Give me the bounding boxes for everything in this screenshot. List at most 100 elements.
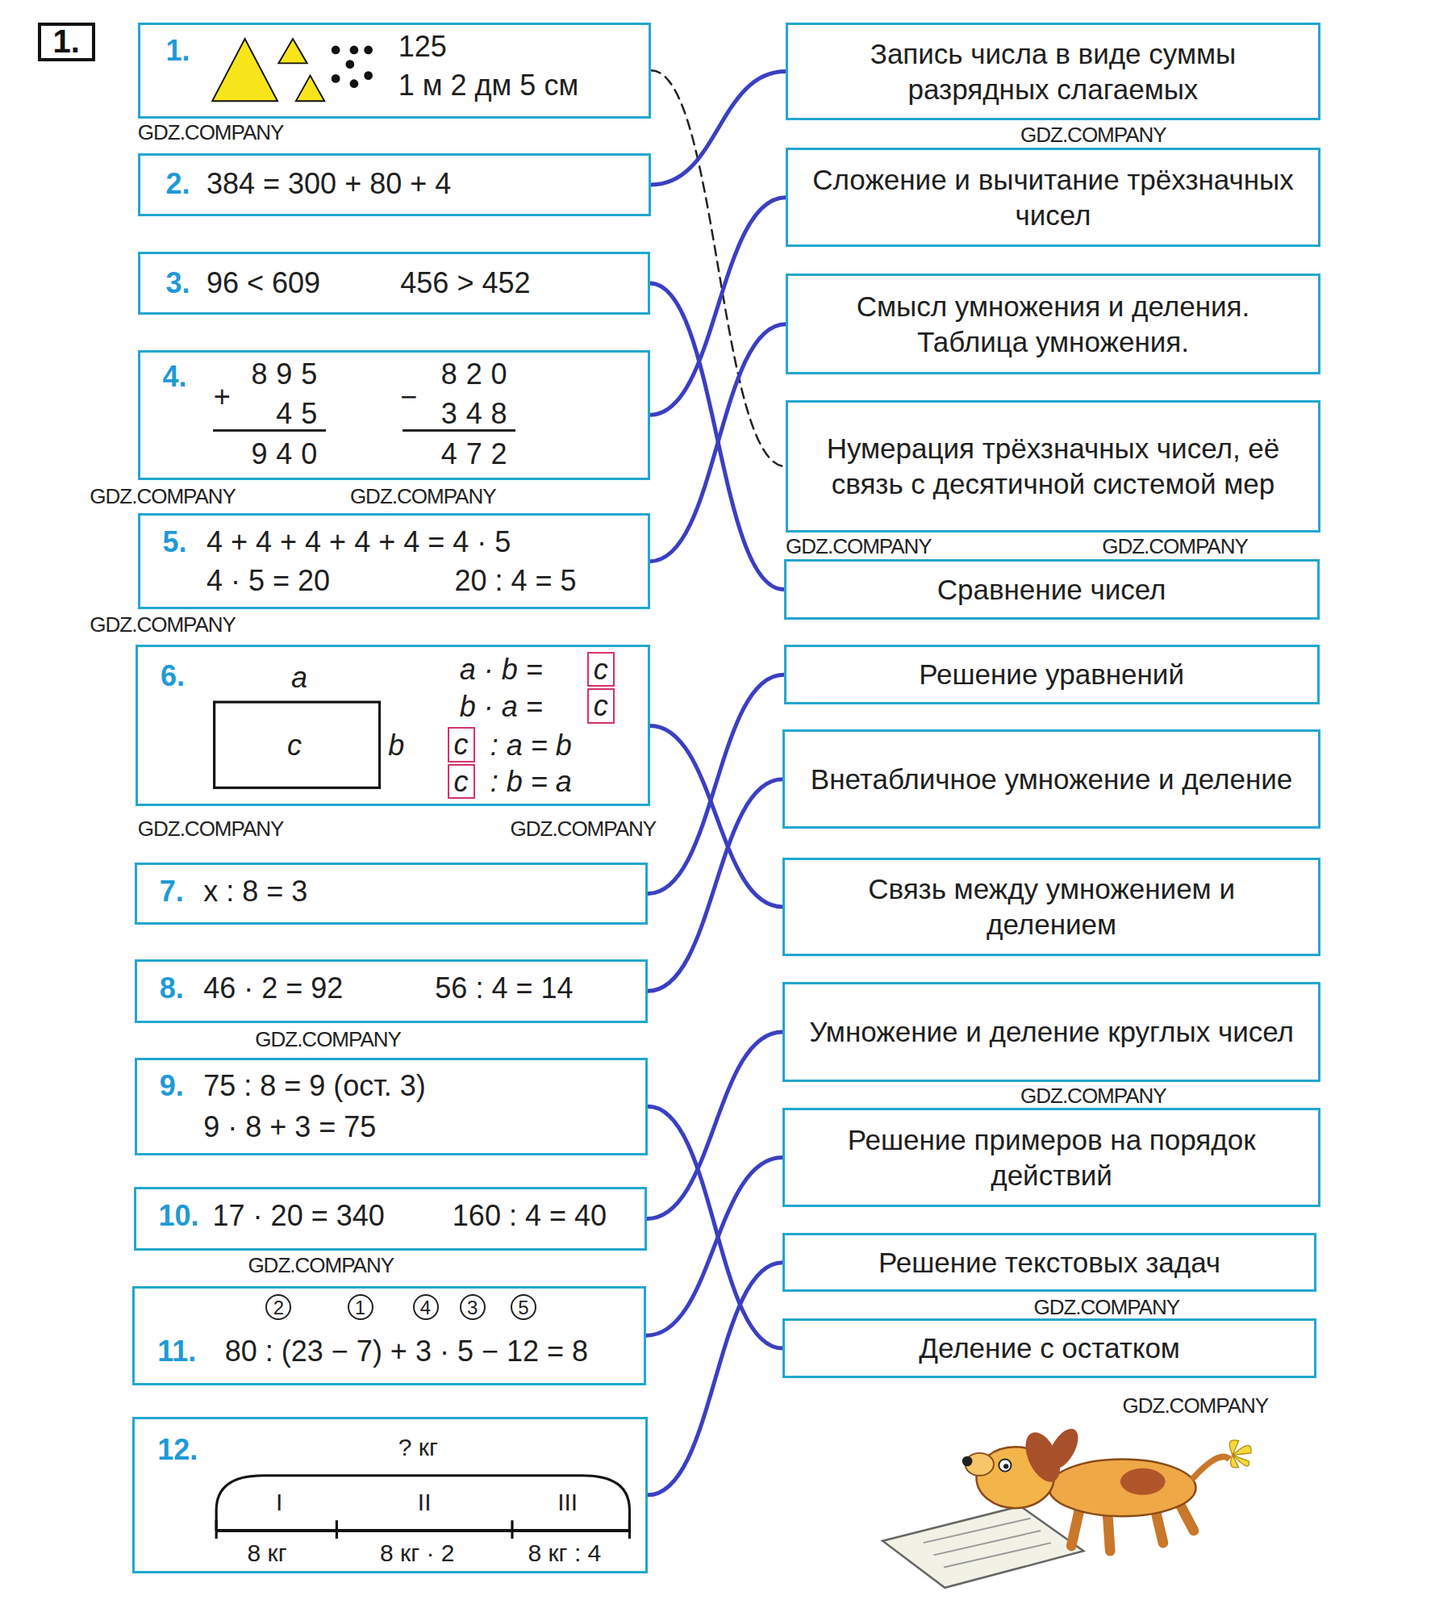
math-text: I xyxy=(275,1488,283,1515)
example-box: 8.46 · 2 = 9256 : 4 = 14 xyxy=(134,959,648,1023)
segment-diagram xyxy=(216,1475,630,1539)
connector-line xyxy=(650,71,786,185)
example-number: 10. xyxy=(158,1199,200,1232)
example-number: 6. xyxy=(160,659,185,693)
dog-nose xyxy=(962,1456,973,1467)
topic-text: Сложение и вычитание трёхзначных чисел xyxy=(802,162,1304,234)
paper-lines xyxy=(923,1518,1052,1568)
topic-text: Сравнение чисел xyxy=(937,571,1167,608)
watermark: GDZ.COMPANY xyxy=(89,612,236,638)
watermark: GDZ.COMPANY xyxy=(137,816,284,842)
example-number: 5. xyxy=(162,525,188,559)
connector-line xyxy=(647,779,783,991)
topic-text: Умножение и деление круглых чисел xyxy=(809,1013,1294,1050)
butterfly xyxy=(1229,1439,1252,1468)
math-text: 20 : 4 = 5 xyxy=(454,564,576,597)
math-text: c xyxy=(287,729,302,762)
topic-text: Решение примеров на порядок действий xyxy=(799,1122,1304,1194)
example-box: 5.4 + 4 + 4 + 4 + 4 = 4 · 54 · 5 = 2020 … xyxy=(137,513,651,610)
connector-line xyxy=(650,197,786,415)
math-text: 2 xyxy=(265,1293,292,1320)
dog-eye xyxy=(998,1458,1011,1471)
dog-ear xyxy=(1042,1423,1085,1474)
dog-pupil xyxy=(1003,1463,1009,1469)
connector-line xyxy=(650,283,785,590)
example-number: 2. xyxy=(165,167,190,201)
math-text: 8 кг : 4 xyxy=(527,1539,601,1566)
dog-illustration xyxy=(882,1423,1252,1588)
watermark: GDZ.COMPANY xyxy=(1033,1294,1180,1320)
math-text: 348 xyxy=(402,397,516,433)
topic-box: Смысл умножения и деления. Таблица умнож… xyxy=(785,273,1321,375)
math-text: 9 · 8 + 3 = 75 xyxy=(203,1110,376,1144)
topic-text: Внетабличное умножение и деление xyxy=(810,761,1294,797)
connector-line xyxy=(647,1105,783,1348)
exercise-number: 1. xyxy=(53,23,80,60)
math-text: 820 xyxy=(402,358,516,391)
watermark: GDZ.COMPANY xyxy=(1101,534,1248,560)
paper-sheet xyxy=(882,1506,1084,1588)
topic-text: Запись числа в виде суммы разрядных слаг… xyxy=(802,36,1304,108)
dog-spot xyxy=(1120,1468,1166,1495)
math-text: x : 8 = 3 xyxy=(203,875,308,908)
math-text: 125 xyxy=(398,30,447,63)
dog-body xyxy=(1048,1458,1196,1516)
watermark: GDZ.COMPANY xyxy=(510,816,657,842)
math-text: 3 xyxy=(459,1293,486,1320)
math-text: 4 xyxy=(413,1293,439,1320)
example-number: 7. xyxy=(159,875,184,908)
example-number: 3. xyxy=(165,267,190,300)
dot xyxy=(350,46,358,55)
topic-text: Решение текстовых задач xyxy=(878,1244,1221,1281)
big-triangle xyxy=(212,38,278,101)
example-number: 1. xyxy=(165,34,190,67)
math-text: b xyxy=(387,729,405,762)
math-text: 45 xyxy=(212,397,326,433)
math-text: ? кг xyxy=(398,1433,439,1461)
math-text: 895 xyxy=(212,358,326,391)
math-text: : b = a xyxy=(490,765,572,798)
topic-box: Умножение и деление круглых чисел xyxy=(782,981,1321,1082)
watermark: GDZ.COMPANY xyxy=(137,120,284,146)
topic-box: Решение текстовых задач xyxy=(782,1232,1317,1292)
math-text: c xyxy=(447,763,476,800)
example-box: 1.1251 м 2 дм 5 см xyxy=(137,22,651,119)
math-text: 8 кг xyxy=(247,1539,288,1566)
math-text: 384 = 300 + 80 + 4 xyxy=(206,167,451,201)
watermark: GDZ.COMPANY xyxy=(247,1252,394,1278)
math-text: a · b = xyxy=(459,653,543,686)
math-text: c xyxy=(587,651,615,688)
math-text: 46 · 2 = 92 xyxy=(203,972,343,1005)
watermark: GDZ.COMPANY xyxy=(1122,1393,1269,1419)
example-box: 2. 384 = 300 + 80 + 4 xyxy=(137,153,651,217)
math-text: III xyxy=(557,1488,578,1515)
topic-text: Нумерация трёхзначных чисел, её связь с … xyxy=(802,430,1304,502)
example-box: 10.17 · 20 = 340160 : 4 = 40 xyxy=(133,1186,647,1250)
topic-text: Деление с остатком xyxy=(918,1330,1181,1366)
example-box: 9.75 : 8 = 9 (ост. 3)9 · 8 + 3 = 75 xyxy=(134,1057,648,1156)
small-triangle xyxy=(278,38,307,63)
math-text: 56 : 4 = 14 xyxy=(434,972,573,1005)
topic-box: Сравнение чисел xyxy=(784,559,1320,620)
math-text: c xyxy=(447,726,476,763)
example-number: 11. xyxy=(157,1335,197,1368)
example-number: 4. xyxy=(162,360,188,393)
dot xyxy=(332,46,340,55)
dog-tail xyxy=(1191,1456,1230,1479)
small-triangle xyxy=(296,75,325,102)
math-text: 472 xyxy=(402,438,516,471)
segment-line xyxy=(216,1528,630,1532)
example-box: 11.2143580 : (23 − 7) + 3 · 5 − 12 = 8 xyxy=(132,1285,646,1386)
math-text: 5 xyxy=(510,1293,537,1320)
math-text: a xyxy=(291,661,308,694)
math-text: 96 < 609 xyxy=(206,267,321,300)
example-box: 7. x : 8 = 3 xyxy=(134,862,648,925)
dot xyxy=(364,46,372,55)
math-text: 940 xyxy=(212,438,326,471)
rectangle-figure xyxy=(214,701,380,788)
example-box: 6.acba · b =cb · a =cc: a = bc: b = a xyxy=(135,644,651,806)
connector-line xyxy=(650,324,786,562)
math-text: c xyxy=(587,688,615,724)
